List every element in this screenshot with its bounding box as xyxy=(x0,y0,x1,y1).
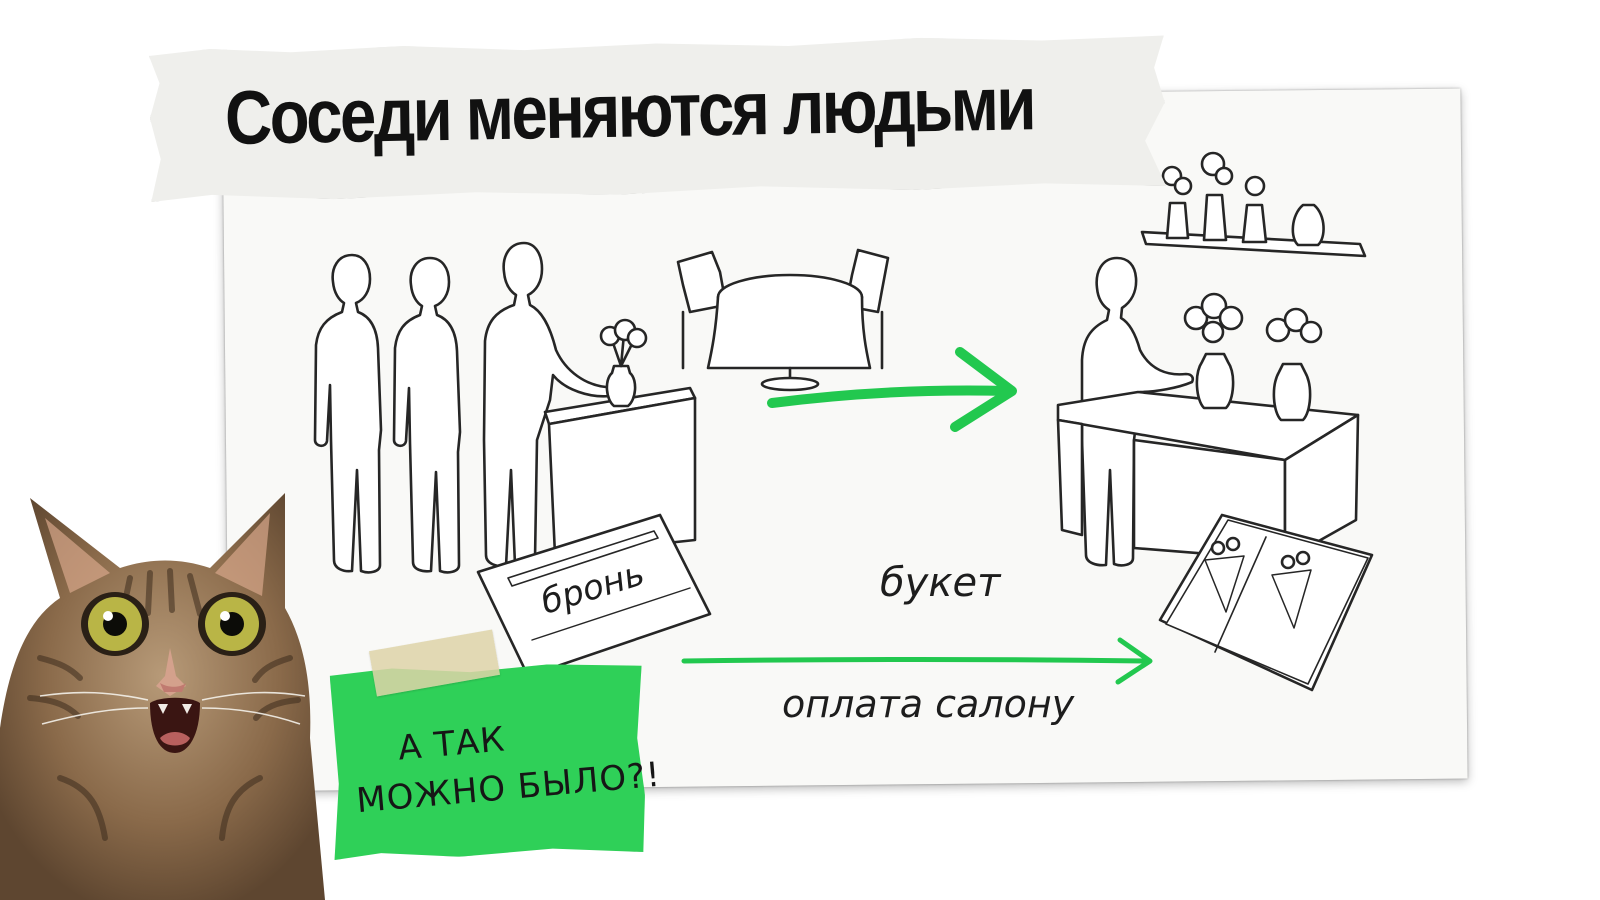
arrow-payment xyxy=(681,657,1149,664)
dining-table xyxy=(676,248,890,392)
queue-person-2 xyxy=(392,256,462,574)
label-bouquet: букет xyxy=(880,560,1001,606)
florist-shelf xyxy=(1140,151,1367,258)
bouquet-catalog xyxy=(1158,513,1374,692)
arrow-swap-top-head xyxy=(950,347,1017,432)
arrow-swap-top xyxy=(767,385,1013,408)
label-payment: оплата салону xyxy=(782,682,1075,726)
arrow-payment-head xyxy=(1115,637,1153,685)
left-vase xyxy=(599,318,648,408)
page-title: Соседи меняются людьми xyxy=(224,61,1035,161)
right-vases xyxy=(1183,292,1323,422)
queue-person-1 xyxy=(313,253,383,574)
surprised-cat-image xyxy=(0,493,325,900)
booking-card xyxy=(476,513,712,678)
queue-person-3 xyxy=(482,241,613,568)
